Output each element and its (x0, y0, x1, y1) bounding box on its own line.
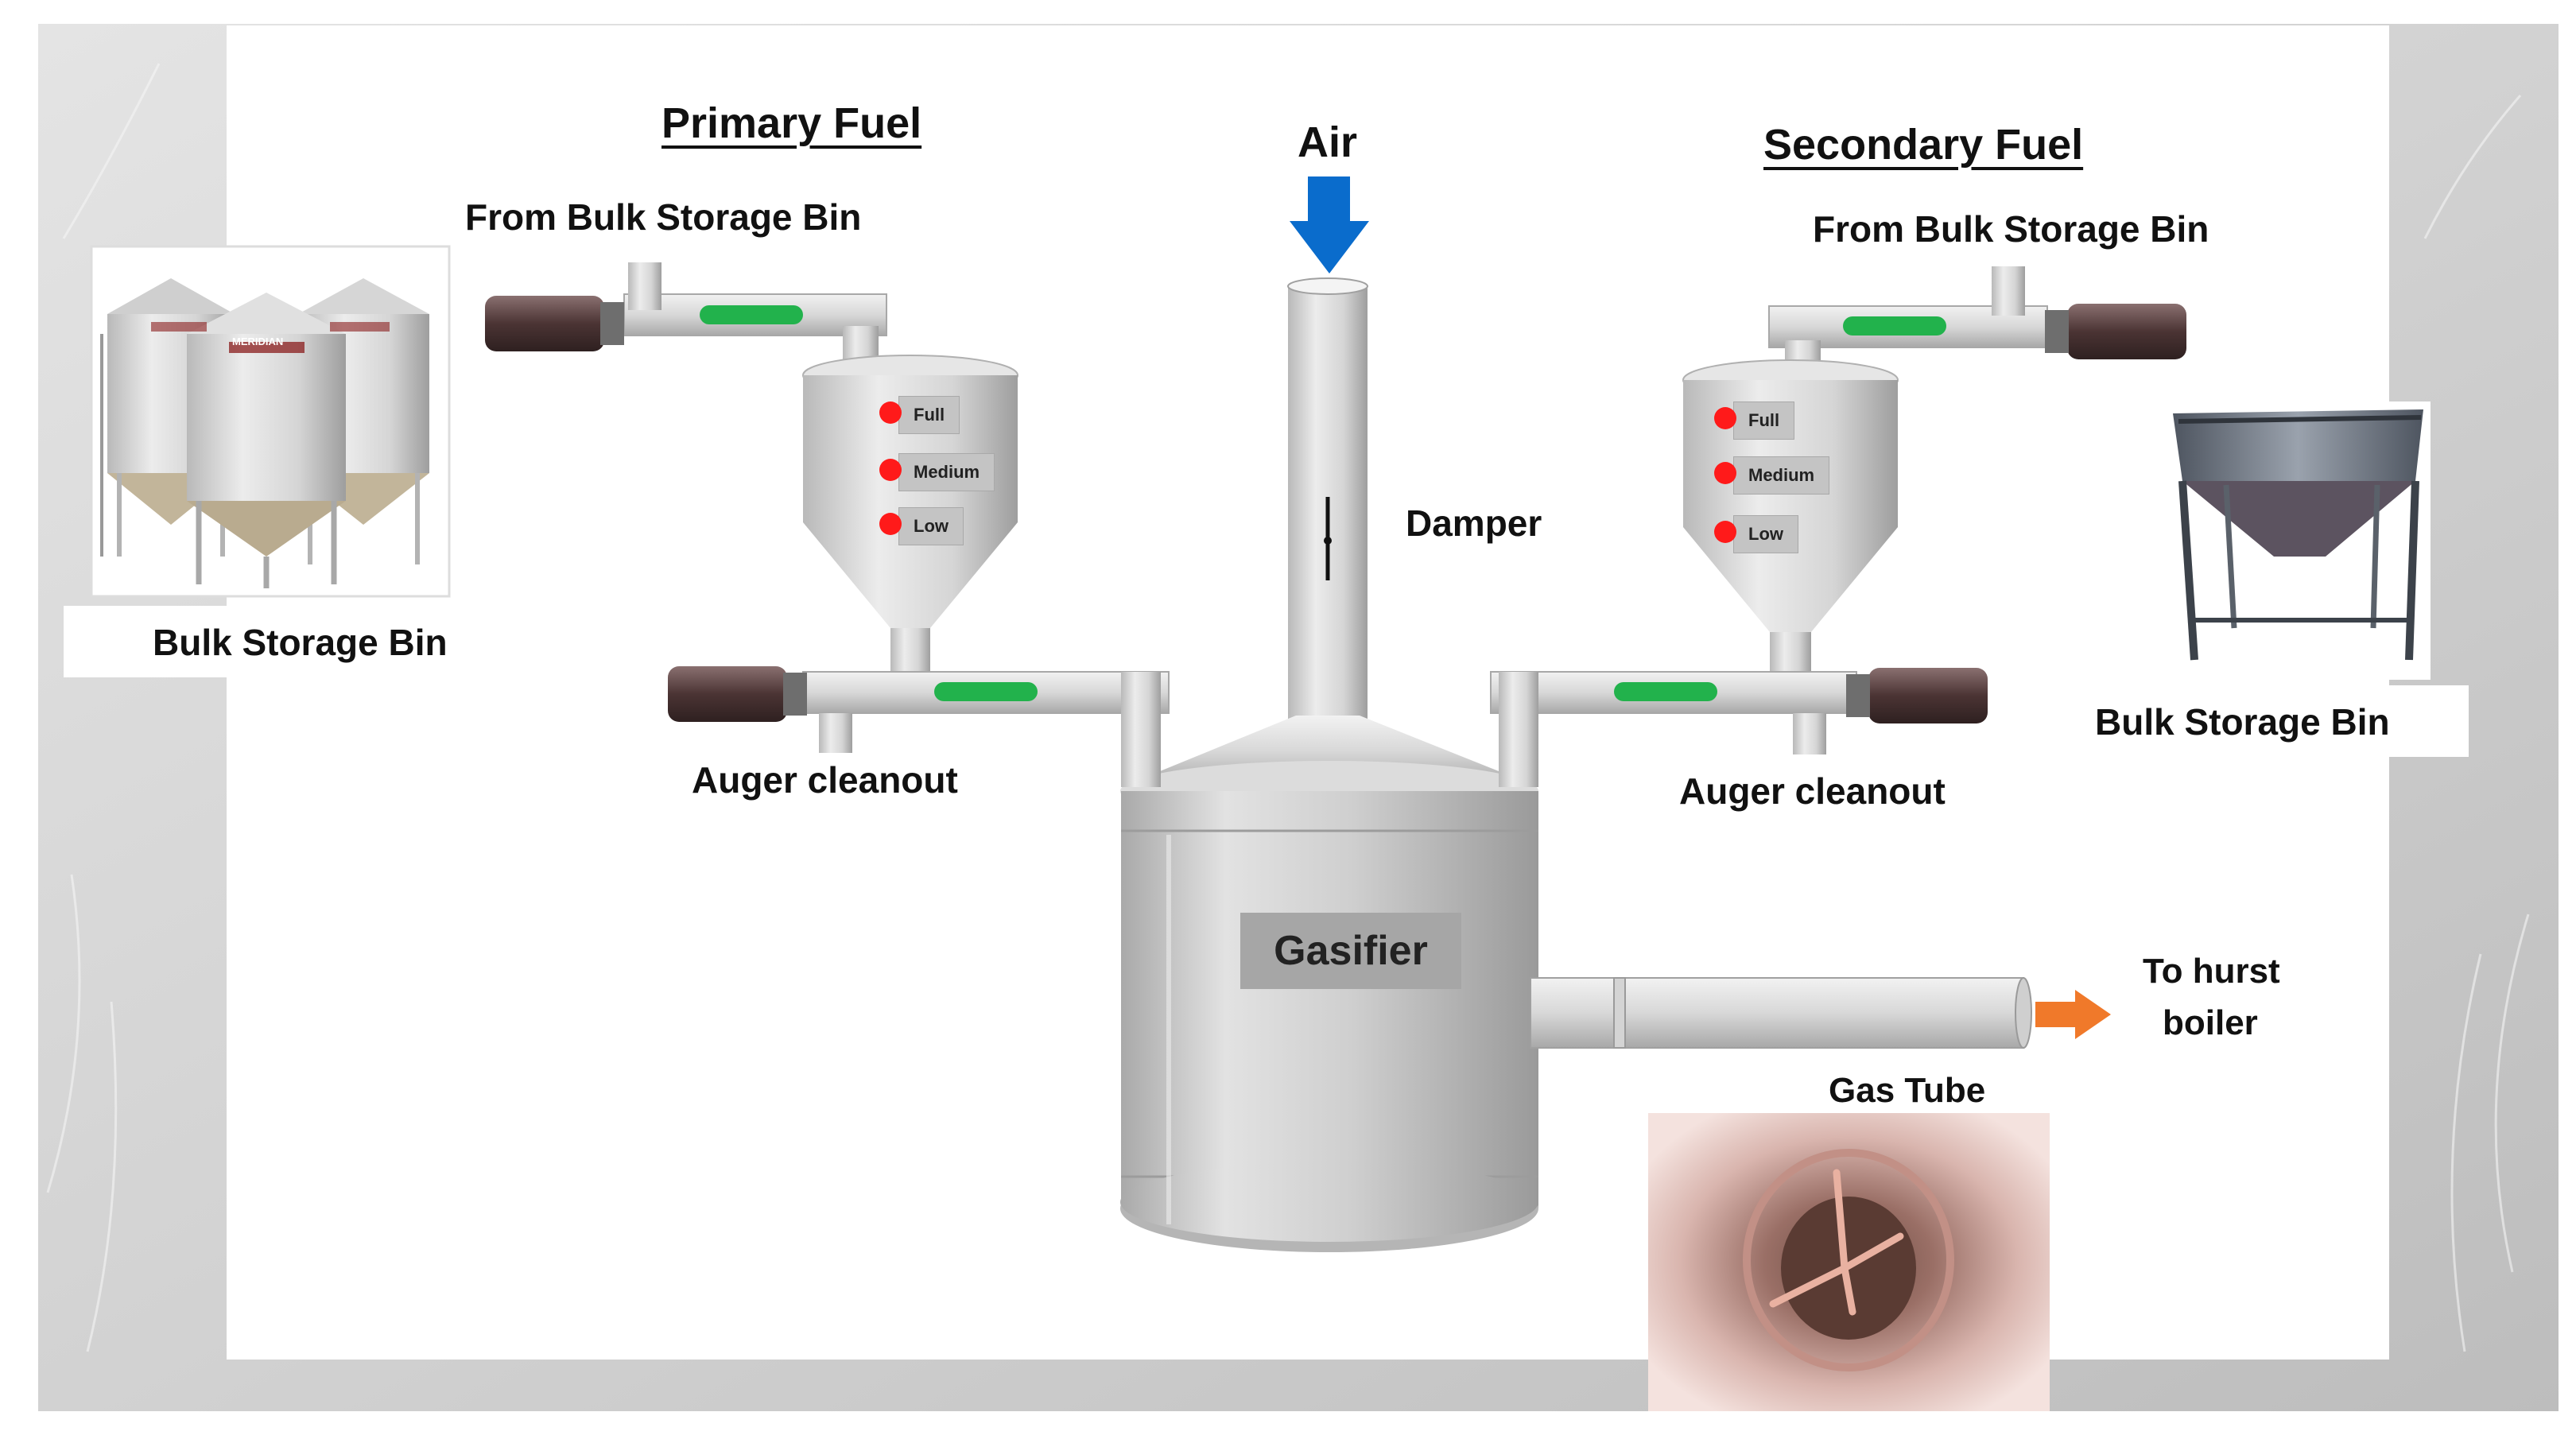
damper-label: Damper (1406, 502, 1542, 544)
level-dot (1714, 407, 1736, 429)
level-indicator-medium-left: Medium (879, 453, 995, 491)
air-arrow (1290, 176, 1369, 273)
bulk-storage-silos-image (90, 245, 451, 598)
silo-brand-text: MERIDIAN (232, 336, 284, 347)
level-dot (879, 513, 902, 535)
from-bulk-storage-label-left: From Bulk Storage Bin (465, 196, 862, 238)
level-indicator-low-right: Low (1714, 515, 1798, 553)
gas-tube-label: Gas Tube (1829, 1071, 1986, 1110)
gasifier-label: Gasifier (1240, 913, 1461, 989)
to-hurst-label-line2: boiler (2163, 1003, 2258, 1042)
level-dot (879, 401, 902, 424)
bulk-storage-bin-label-left: Bulk Storage Bin (153, 622, 448, 663)
to-hurst-label-line1: To hurst (2143, 952, 2280, 991)
level-indicator-low-left: Low (879, 507, 964, 545)
air-label: Air (1298, 118, 1358, 166)
level-indicator-full-left: Full (879, 396, 960, 434)
auger-cleanout-label-left: Auger cleanout (692, 759, 958, 801)
air-stack (1287, 277, 1368, 731)
bulk-storage-hopper-image (2164, 401, 2431, 680)
level-dot (879, 459, 902, 481)
level-indicator-full-right: Full (1714, 401, 1795, 440)
bulk-bin-label-bg-right (2075, 685, 2469, 757)
auger-cleanout-label-right: Auger cleanout (1679, 770, 1946, 812)
gasifier-vessel (1120, 716, 1538, 1252)
output-arrow (2035, 990, 2111, 1039)
gas-tube-image (1648, 1113, 2050, 1411)
level-indicator-medium-right: Medium (1714, 456, 1830, 495)
level-dot (1714, 521, 1736, 543)
bulk-bin-label-bg-left (64, 606, 493, 677)
primary-fuel-title: Primary Fuel (661, 99, 922, 147)
secondary-fuel-system (1490, 266, 2186, 787)
secondary-fuel-title: Secondary Fuel (1763, 121, 2084, 169)
bulk-storage-bin-label-right: Bulk Storage Bin (2095, 701, 2390, 743)
level-dot (1714, 462, 1736, 484)
from-bulk-storage-label-right: From Bulk Storage Bin (1813, 208, 2209, 250)
gas-output-tube (1530, 977, 2032, 1049)
